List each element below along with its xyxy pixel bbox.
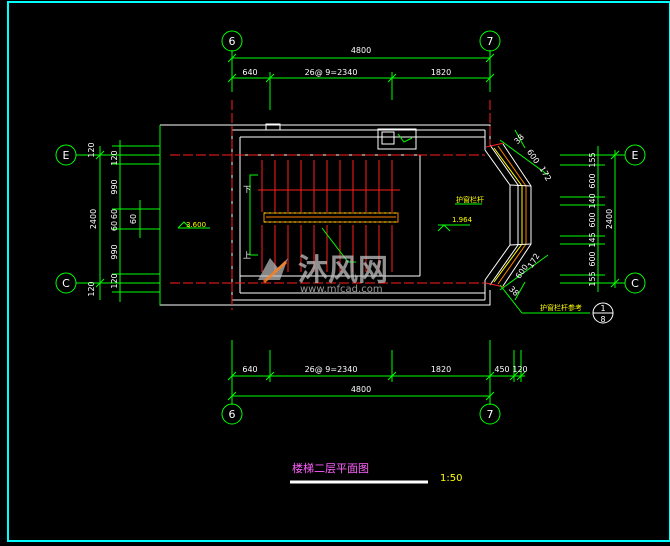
dim-left-g: 120: [110, 273, 119, 288]
dimension-left: 2400 120 120 990 60 60 990 120 120 60: [76, 140, 160, 302]
railing-note: 护窗栏杆参考: [540, 303, 582, 312]
dim-top-seg2: 26@ 9=2340: [305, 68, 358, 77]
svg-text:1820: 1820: [431, 365, 451, 374]
stair-treads-lower: [261, 225, 393, 272]
svg-text:600: 600: [588, 212, 597, 227]
dimension-right: 2400 155 600 140 600 145 600 155: [560, 146, 625, 292]
dim-left-h: 120: [87, 281, 96, 296]
svg-text:172: 172: [526, 252, 541, 270]
dim-left-d: 60: [110, 209, 119, 219]
stair-treads-upper: [258, 160, 400, 212]
dim-left-i: 60: [129, 214, 138, 224]
svg-text:172: 172: [537, 165, 552, 183]
dim-left-b: 120: [110, 150, 119, 165]
level-left: 3.600: [177, 221, 210, 229]
watermark-logo: [258, 258, 288, 284]
dim-right-total: 2400: [605, 209, 614, 229]
svg-text:8: 8: [600, 315, 605, 324]
drawing-title: 楼梯二层平面图: [292, 461, 369, 475]
drawing-frame: [7, 1, 670, 542]
svg-text:26@ 9=2340: 26@ 9=2340: [305, 365, 358, 374]
axis-bubble-left-bottom: C: [55, 272, 77, 294]
svg-text:E: E: [632, 149, 639, 162]
dim-left-total: 2400: [89, 209, 98, 229]
svg-text:600: 600: [588, 251, 597, 266]
svg-text:C: C: [62, 277, 70, 290]
detail-callout: 1 8: [592, 302, 614, 324]
drawing-title-block: 楼梯二层平面图 1:50: [290, 461, 462, 484]
watermark-text: 沐风网: [298, 253, 388, 288]
svg-text:1: 1: [600, 304, 605, 313]
railing-label: 护窗栏杆: [456, 195, 484, 204]
dim-top-total: 4800: [351, 46, 371, 55]
svg-text:120: 120: [512, 365, 527, 374]
svg-text:600: 600: [588, 173, 597, 188]
svg-text:155: 155: [588, 271, 597, 286]
svg-text:38: 38: [512, 132, 526, 146]
dim-left-a: 120: [87, 142, 96, 157]
level-right: 1.964: [437, 216, 473, 232]
svg-text:1.964: 1.964: [452, 216, 473, 224]
dimension-bottom: 640 26@ 9=2340 1820 450 120 4800: [227, 340, 528, 405]
axis-bubble-top-left: 6: [221, 30, 243, 52]
drawing-scale: 1:50: [440, 473, 462, 484]
dimension-top: 4800 640 26@ 9=2340 1820: [227, 46, 495, 110]
axis-bubble-top-right: 7: [479, 30, 501, 52]
axis-bubble-right-bottom: C: [624, 272, 646, 294]
svg-text:7: 7: [487, 35, 494, 48]
watermark-url: www.mfcad.com: [300, 284, 383, 295]
svg-text:145: 145: [588, 232, 597, 247]
dim-left-f: 990: [110, 244, 119, 259]
svg-text:155: 155: [588, 152, 597, 167]
svg-text:640: 640: [242, 365, 257, 374]
dim-top-seg1: 640: [242, 68, 257, 77]
dim-bottom-total: 4800: [351, 385, 371, 394]
dim-left-e: 60: [110, 221, 119, 231]
svg-text:140: 140: [588, 193, 597, 208]
axis-bubble-bottom-right: 7: [479, 403, 501, 425]
svg-text:6: 6: [229, 35, 236, 48]
svg-text:C: C: [631, 277, 639, 290]
axis-bubble-bottom-left: 6: [221, 403, 243, 425]
stair-up-mark: 上: [243, 251, 251, 260]
svg-text:450: 450: [494, 365, 509, 374]
axis-bubble-left-top: E: [55, 144, 77, 166]
stair-down-mark: 下: [243, 185, 251, 194]
dim-top-seg3: 1820: [431, 68, 451, 77]
svg-text:600: 600: [525, 148, 541, 166]
bay-window: [484, 142, 532, 288]
axis-bubble-right-top: E: [624, 144, 646, 166]
watermark: 沐风网 www.mfcad.com: [258, 253, 388, 295]
dim-left-c: 990: [110, 179, 119, 194]
svg-text:7: 7: [487, 408, 494, 421]
svg-text:3.600: 3.600: [186, 221, 206, 229]
svg-text:6: 6: [229, 408, 236, 421]
stair-plan: 下 上 3.600 1.964 护窗栏杆: [159, 100, 614, 324]
svg-text:E: E: [63, 149, 70, 162]
